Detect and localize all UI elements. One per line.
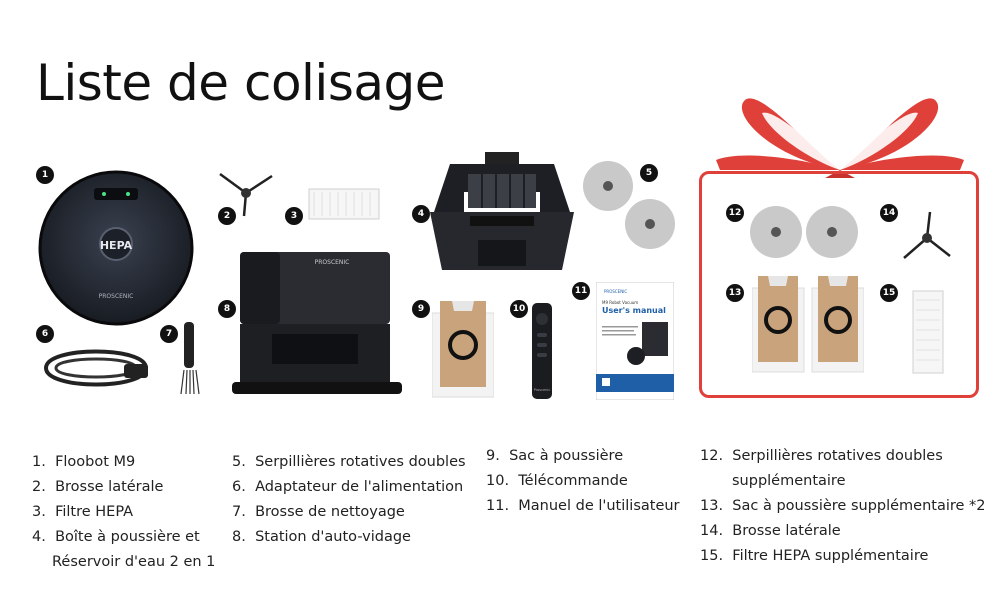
badge-7: 7 bbox=[160, 325, 178, 343]
robot-vacuum: HEPA PROSCENIC bbox=[38, 170, 194, 326]
badge-8: 8 bbox=[218, 300, 236, 318]
badge-10: 10 bbox=[510, 300, 528, 318]
cleaning-brush-icon bbox=[180, 322, 200, 395]
manual-brand: PROSCENIC bbox=[604, 289, 627, 294]
hepa-filter-icon bbox=[308, 188, 380, 220]
list-item: 4. Boîte à poussière et bbox=[32, 529, 200, 545]
list-item: 6. Adaptateur de l'alimentation bbox=[232, 479, 464, 495]
list-item: 5. Serpillières rotatives doubles bbox=[232, 454, 466, 470]
extra-mops-icon bbox=[750, 206, 858, 258]
list-item: 11. Manuel de l'utilisateur bbox=[486, 498, 680, 514]
gift-bow-icon bbox=[716, 98, 964, 178]
badge-11: 11 bbox=[572, 282, 590, 300]
extra-side-brush-icon bbox=[903, 211, 951, 259]
station-brand: PROSCENIC bbox=[315, 259, 350, 266]
power-adapter-icon bbox=[44, 349, 149, 387]
badge-6: 6 bbox=[36, 325, 54, 343]
dust-box-water-tank bbox=[430, 152, 574, 270]
badge-4: 4 bbox=[412, 205, 430, 223]
self-empty-station: PROSCENIC bbox=[232, 252, 402, 394]
robot-brand: PROSCENIC bbox=[99, 293, 134, 300]
remote-control-icon: Proscenic bbox=[532, 303, 552, 399]
list-column-4: 12. Serpillières rotatives doubles suppl… bbox=[700, 444, 986, 569]
list-item: 12. Serpillières rotatives doubles bbox=[700, 448, 943, 464]
list-item: 7. Brosse de nettoyage bbox=[232, 504, 405, 520]
badge-13: 13 bbox=[726, 284, 744, 302]
user-manual: PROSCENIC M9 Robot Vacuum User's manual bbox=[596, 282, 674, 400]
list-column-1: 1. Floobot M9 2. Brosse latérale 3. Filt… bbox=[32, 450, 215, 575]
rotating-mops-icon bbox=[583, 161, 675, 249]
badge-15: 15 bbox=[880, 284, 898, 302]
manual-subtitle: M9 Robot Vacuum bbox=[602, 300, 638, 305]
list-item: 8. Station d'auto-vidage bbox=[232, 529, 411, 545]
manual-title: User's manual bbox=[602, 306, 666, 315]
page-title: Liste de colisage bbox=[36, 54, 446, 112]
gift-box-frame bbox=[699, 171, 979, 398]
badge-12: 12 bbox=[726, 204, 744, 222]
list-item: 9. Sac à poussière bbox=[486, 448, 624, 464]
list-item: 10. Télécommande bbox=[486, 473, 628, 489]
remote-brand: Proscenic bbox=[534, 388, 551, 392]
list-column-2: 5. Serpillières rotatives doubles 6. Ada… bbox=[232, 450, 466, 550]
badge-14: 14 bbox=[880, 204, 898, 222]
extra-dust-bags-icon bbox=[752, 276, 864, 373]
list-item: 15. Filtre HEPA supplémentaire bbox=[700, 548, 929, 564]
list-item: 13. Sac à poussière supplémentaire *2 bbox=[700, 498, 986, 514]
list-item: 1. Floobot M9 bbox=[32, 454, 136, 470]
dust-bag-icon bbox=[432, 301, 494, 398]
badge-1: 1 bbox=[36, 166, 54, 184]
svg-text:HEPA: HEPA bbox=[100, 239, 133, 252]
badge-2: 2 bbox=[218, 207, 236, 225]
badge-3: 3 bbox=[285, 207, 303, 225]
side-brush-icon bbox=[219, 172, 273, 217]
list-item: 3. Filtre HEPA bbox=[32, 504, 134, 520]
list-item-continuation: Réservoir d'eau 2 en 1 bbox=[52, 554, 216, 570]
list-item-continuation: supplémentaire bbox=[732, 473, 846, 489]
list-item: 2. Brosse latérale bbox=[32, 479, 164, 495]
extra-hepa-filter-icon bbox=[912, 290, 944, 374]
list-item: 14. Brosse latérale bbox=[700, 523, 841, 539]
list-column-3: 9. Sac à poussière 10. Télécommande 11. … bbox=[486, 444, 680, 519]
badge-9: 9 bbox=[412, 300, 430, 318]
badge-5: 5 bbox=[640, 164, 658, 182]
